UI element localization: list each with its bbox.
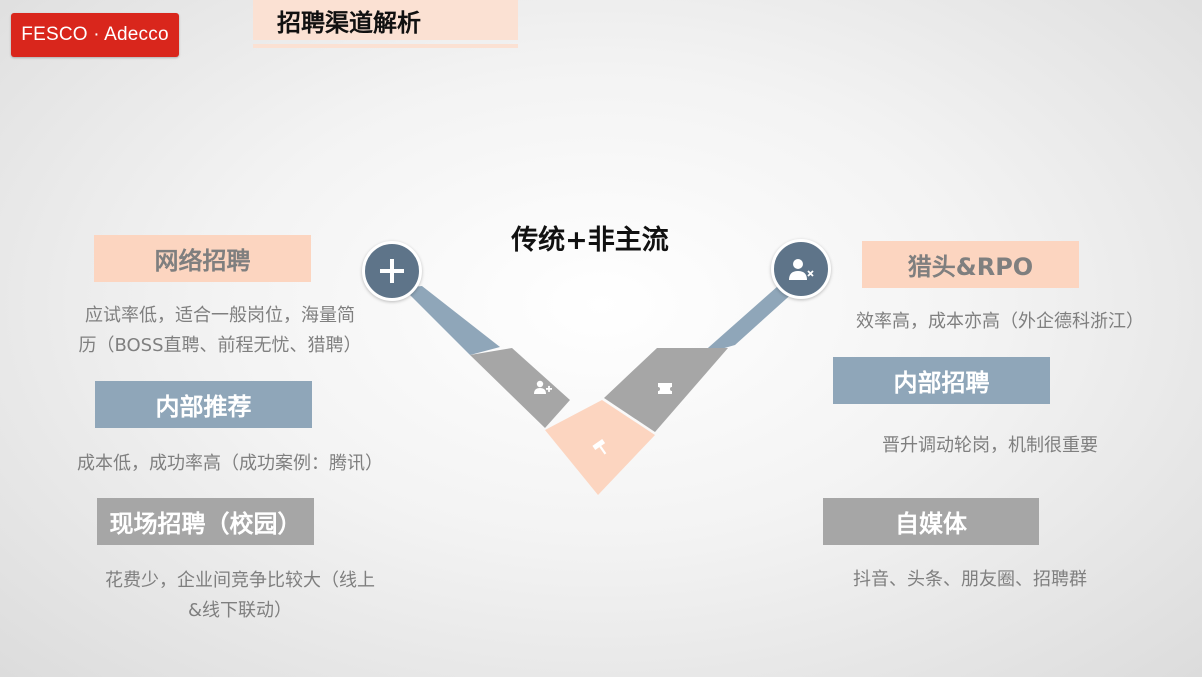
desc-line: 成本低，成功率高（成功案例：腾讯）	[77, 453, 383, 474]
desc-self-media: 抖音、头条、朋友圈、招聘群	[820, 565, 1120, 595]
label-referral: 内部推荐	[95, 381, 312, 428]
desc-internal-recruiting: 晋升调动轮岗，机制很重要	[840, 431, 1140, 461]
label-headhunter-rpo: 猎头&RPO	[862, 241, 1079, 288]
slide-title: 招聘渠道解析	[253, 0, 518, 40]
center-title: 传统+非主流	[511, 225, 669, 256]
add-user-icon	[534, 380, 552, 394]
desc-line: &线下联动）	[187, 600, 293, 621]
ticket-icon	[658, 383, 672, 394]
desc-line: 应试率低，适合一般岗位，海量简	[85, 305, 355, 326]
desc-referral: 成本低，成功率高（成功案例：腾讯）	[50, 449, 410, 479]
desc-line: 效率高，成本亦高（外企德科浙江）	[856, 311, 1144, 332]
user-remove-icon	[789, 259, 814, 280]
desc-line: 晋升调动轮岗，机制很重要	[882, 435, 1098, 456]
gavel-icon	[592, 439, 607, 455]
fesco-adecco-logo: FESCO · Adecco	[11, 13, 179, 57]
right-arm-connector	[700, 286, 796, 355]
label-internal-recruiting: 内部招聘	[833, 357, 1050, 404]
desc-onsite-recruiting: 花费少，企业间竞争比较大（线上 &线下联动）	[75, 566, 405, 626]
desc-line: 历（BOSS直聘、前程无忧、猎聘）	[78, 335, 362, 356]
label-online-recruiting: 网络招聘	[94, 235, 311, 282]
desc-line: 抖音、头条、朋友圈、招聘群	[853, 569, 1087, 590]
right-circle	[771, 239, 831, 299]
label-self-media: 自媒体	[823, 498, 1039, 545]
left-arm-connector	[403, 286, 500, 355]
left-segment	[470, 348, 570, 428]
desc-online-recruiting: 应试率低，适合一般岗位，海量简 历（BOSS直聘、前程无忧、猎聘）	[55, 301, 385, 361]
label-onsite-recruiting: 现场招聘（校园）	[97, 498, 314, 545]
plus-icon	[380, 259, 404, 283]
title-underline	[253, 44, 518, 48]
desc-headhunter-rpo: 效率高，成本亦高（外企德科浙江）	[820, 307, 1180, 337]
left-circle	[362, 241, 422, 301]
desc-line: 花费少，企业间竞争比较大（线上	[105, 570, 375, 591]
